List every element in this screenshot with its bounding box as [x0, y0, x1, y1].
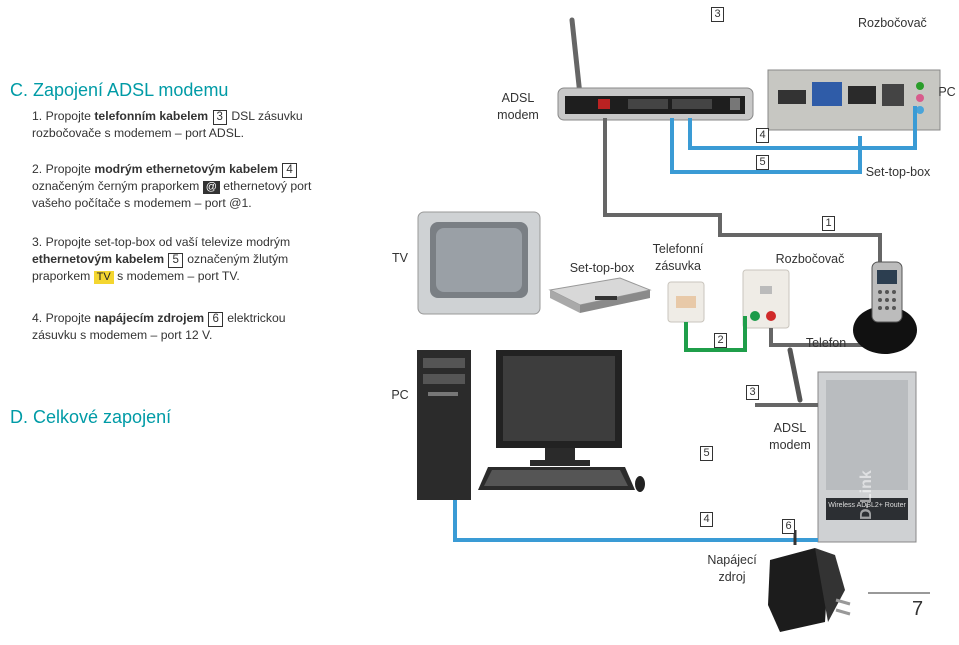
- set-top-box-image: [548, 277, 652, 313]
- step-4: 4. Propojte napájecím zdrojem 6 elektric…: [32, 311, 286, 342]
- num-6: 6: [782, 519, 795, 534]
- phone-socket-image: [667, 281, 705, 323]
- splitter-image: [742, 269, 790, 329]
- page-number: 7: [912, 598, 924, 620]
- num-2: 2: [714, 333, 727, 348]
- num-5-bottom: 5: [700, 446, 713, 461]
- step-3: 3. Propojte set-top-box od vaší televize…: [32, 235, 291, 284]
- tv-image: [417, 211, 541, 315]
- num-badge: 6: [208, 312, 223, 327]
- label-set-top-box-mid: Set-top-box: [569, 261, 635, 275]
- label-pc-bottom: PC: [391, 388, 409, 402]
- num-4-top: 4: [756, 128, 769, 143]
- label-pc-top: PC: [938, 85, 956, 99]
- router-model: Wireless ADSL2+ Router: [828, 502, 906, 509]
- header-title: Rozbočovač: [858, 16, 927, 30]
- power-adapter-image: [768, 548, 851, 632]
- adsl-modem-top-image: [557, 17, 754, 121]
- label-power-supply: Napájecí zdroj: [707, 553, 757, 584]
- adsl-router-bottom-image: [787, 347, 917, 543]
- step-2: 2. Propojte modrým ethernetovým kabelem …: [32, 162, 312, 210]
- pc-tower-image: [417, 350, 471, 500]
- section-c-title: C. Zapojení ADSL modemu: [10, 80, 229, 100]
- label-adsl-modem-top: ADSL modem: [497, 91, 539, 122]
- num-badge: 5: [168, 253, 183, 268]
- tv-flag: TV: [93, 271, 114, 284]
- phone-image: [853, 261, 917, 354]
- label-phone-socket: Telefonní zásuvka: [652, 242, 704, 273]
- num-5-top: 5: [756, 155, 769, 170]
- keyboard-image: [478, 467, 645, 492]
- header-badge-num: 3: [711, 7, 724, 22]
- num-3: 3: [746, 385, 759, 400]
- label-splitter: Rozbočovač: [775, 252, 845, 266]
- label-tv: TV: [392, 251, 408, 265]
- at-flag: @: [202, 181, 220, 194]
- label-phone: Telefon: [805, 336, 847, 350]
- label-set-top-box-top: Set-top-box: [865, 165, 931, 179]
- num-badge: 3: [212, 110, 227, 125]
- pc-back-panel-image: [767, 69, 941, 131]
- num-4-bottom: 4: [700, 512, 713, 527]
- step-1: 1. Propojte telefonním kabelem 3 DSL zás…: [32, 109, 303, 140]
- monitor-image: [496, 350, 622, 466]
- num-1: 1: [822, 216, 835, 231]
- num-badge: 4: [282, 163, 297, 178]
- label-adsl-modem-bottom: ADSL modem: [769, 421, 811, 452]
- section-d-title: D. Celkové zapojení: [10, 407, 172, 427]
